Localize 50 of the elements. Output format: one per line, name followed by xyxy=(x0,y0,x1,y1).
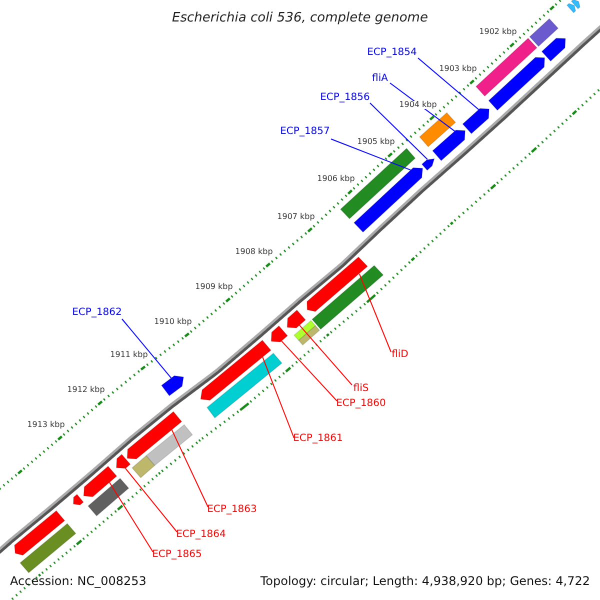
gene-label: ECP_1861 xyxy=(293,434,343,444)
leader-line xyxy=(298,324,352,386)
scale-label: 1909 kbp xyxy=(195,283,233,291)
gene-label: ECP_1860 xyxy=(336,399,386,409)
gene-label: ECP_1864 xyxy=(176,530,226,540)
scale-label: 1911 kbp xyxy=(110,351,148,359)
gene-block xyxy=(286,310,306,328)
leader-line xyxy=(262,356,294,438)
gene-block xyxy=(126,411,182,460)
scale-label: 1905 kbp xyxy=(357,138,395,146)
scale-label: 1912 kbp xyxy=(67,386,105,394)
gene-label: ECP_1862 xyxy=(72,308,122,318)
gene-label: ECP_1863 xyxy=(207,505,257,515)
scale-label: 1910 kbp xyxy=(154,318,192,326)
scale-label: 1907 kbp xyxy=(277,213,315,221)
scale-label: 1902 kbp xyxy=(479,28,517,36)
gene-block xyxy=(462,108,490,134)
gene-label: fliA xyxy=(372,74,388,84)
leader-line xyxy=(122,318,172,379)
scale-label: 1904 kbp xyxy=(399,101,437,109)
gene-label: fliD xyxy=(392,350,408,360)
gene-block xyxy=(353,167,424,233)
scale-label: 1903 kbp xyxy=(439,65,477,73)
leader-line xyxy=(370,102,428,160)
gene-label: ECP_1856 xyxy=(320,93,370,103)
gene-block xyxy=(160,375,184,396)
leader-line xyxy=(358,274,392,352)
footer-text: Topology: circular; Length: 4,938,920 bp; Genes: 4,722 xyxy=(260,575,590,587)
gene-label: ECP_1865 xyxy=(152,550,202,560)
scale-label: 1908 kbp xyxy=(235,248,273,256)
leader-line xyxy=(124,468,178,532)
gene-block xyxy=(421,158,435,171)
leader-line xyxy=(280,340,338,402)
gene-block xyxy=(116,454,131,469)
scale-label: 1913 kbp xyxy=(27,421,65,429)
gene-block xyxy=(432,130,466,162)
gene-block xyxy=(270,325,288,342)
leader-line xyxy=(171,429,208,508)
leader-line xyxy=(108,482,154,552)
gene-label: fliS xyxy=(353,384,369,394)
leader-line xyxy=(418,58,480,110)
gene-block xyxy=(83,466,118,498)
gene-label: ECP_1857 xyxy=(280,127,330,137)
gene-block xyxy=(306,256,368,312)
gene-block xyxy=(200,340,272,401)
scale-label: 1906 kbp xyxy=(317,175,355,183)
diagram-title: Escherichia coli 536, complete genome xyxy=(172,12,428,24)
leader-line xyxy=(330,138,412,171)
footer-text: Accession: NC_008253 xyxy=(10,575,146,587)
gene-label: ECP_1854 xyxy=(367,48,417,58)
